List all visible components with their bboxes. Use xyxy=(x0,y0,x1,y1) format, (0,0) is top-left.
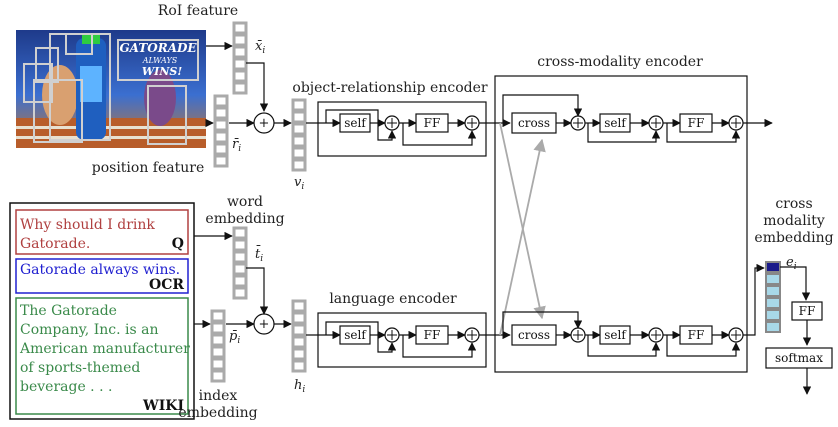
output-ff-block: FF xyxy=(791,301,823,321)
svg-text:cross: cross xyxy=(518,328,550,342)
index-embedding-vector xyxy=(210,309,226,383)
obj-self-block: self xyxy=(339,113,371,133)
brand-text-2: ALWAYS xyxy=(142,56,178,65)
wiki-box: The Gatorade Company, Inc. is an America… xyxy=(15,297,190,415)
svg-text:FF: FF xyxy=(424,328,441,342)
svg-text:cross: cross xyxy=(518,116,550,130)
svg-text:self: self xyxy=(344,116,367,130)
cm-top-self-block: self xyxy=(599,113,631,133)
svg-text:Gatorade always wins.: Gatorade always wins. xyxy=(20,262,180,278)
cm-bottom-self-block: self xyxy=(599,325,631,345)
lang-self-block: self xyxy=(339,325,371,345)
svg-text:of sports-themed: of sports-themed xyxy=(20,360,140,376)
language-encoder-label: language encoder xyxy=(329,291,457,307)
v-i-vector xyxy=(291,98,307,172)
word-embedding-label-1: word xyxy=(227,194,263,210)
input-image: GATORADE ALWAYS WINS! xyxy=(16,30,206,148)
index-embedding-label-2: embedding xyxy=(178,405,257,421)
position-feature-vector xyxy=(213,94,229,168)
cm-top-ff-block: FF xyxy=(679,113,713,133)
r-i-label: r̄i xyxy=(232,137,241,154)
cross-modality-encoder-box xyxy=(494,75,748,373)
svg-text:The Gatorade: The Gatorade xyxy=(20,303,117,319)
e-i-label: ei xyxy=(786,255,797,272)
index-embedding-label-1: index xyxy=(199,388,238,404)
cm-embedding-label-1: cross xyxy=(775,196,812,212)
cross-modality-encoder-label: cross-modality encoder xyxy=(537,54,703,70)
svg-text:softmax: softmax xyxy=(775,351,823,365)
h-i-label: hi xyxy=(294,378,305,395)
svg-text:beverage . . .: beverage . . . xyxy=(20,379,112,395)
svg-text:Why should I drink: Why should I drink xyxy=(20,217,155,233)
cm-bottom-ff-block: FF xyxy=(679,325,713,345)
sum-node-bottom: + xyxy=(253,313,275,335)
word-embedding-label-2: embedding xyxy=(205,211,284,227)
svg-text:Q: Q xyxy=(172,236,184,252)
roi-feature-vector xyxy=(232,21,248,95)
lang-ff-block: FF xyxy=(415,325,449,345)
text-input-panel xyxy=(9,202,195,420)
position-feature-label: position feature xyxy=(92,160,205,176)
x-i-label: x̄i xyxy=(255,39,265,56)
svg-text:Gatorade.: Gatorade. xyxy=(20,236,90,252)
ocr-box: Gatorade always wins. OCR xyxy=(15,258,189,294)
svg-text:FF: FF xyxy=(799,304,816,318)
svg-text:WIKI: WIKI xyxy=(142,398,184,414)
obj-rel-encoder-label: object-relationship encoder xyxy=(292,80,487,96)
svg-text:FF: FF xyxy=(424,116,441,130)
language-encoder-box xyxy=(317,312,487,368)
svg-text:FF: FF xyxy=(688,328,705,342)
brand-text-1: GATORADE xyxy=(119,41,197,55)
t-i-label: t̄i xyxy=(255,245,263,264)
image-bounding-boxes xyxy=(23,33,199,145)
obj-rel-encoder-box xyxy=(317,101,487,157)
svg-text:FF: FF xyxy=(688,116,705,130)
h-i-vector xyxy=(291,299,307,373)
word-embedding-vector xyxy=(232,226,248,300)
svg-text:Company, Inc. is an: Company, Inc. is an xyxy=(20,322,158,338)
svg-text:+: + xyxy=(259,116,270,131)
p-i-label: p̄i xyxy=(229,329,240,346)
svg-text:self: self xyxy=(604,116,627,130)
cm-embedding-label-3: embedding xyxy=(754,230,833,246)
cross-block-bottom: cross xyxy=(511,324,557,346)
softmax-block: softmax xyxy=(765,347,833,369)
sum-node-top: + xyxy=(253,112,275,134)
cm-embedding-label-2: modality xyxy=(763,213,825,229)
cross-block-top: cross xyxy=(511,112,557,134)
brand-text-3: WINS! xyxy=(142,65,182,78)
obj-ff-block: FF xyxy=(415,113,449,133)
question-box: Why should I drink Gatorade. Q xyxy=(15,209,189,255)
svg-text:self: self xyxy=(604,328,627,342)
cm-embedding-vector xyxy=(765,261,781,333)
roi-feature-label: RoI feature xyxy=(158,3,238,19)
v-i-label: vi xyxy=(294,175,304,192)
svg-text:+: + xyxy=(259,317,270,332)
svg-text:self: self xyxy=(344,328,367,342)
svg-text:American manufacturer: American manufacturer xyxy=(19,341,190,357)
svg-text:OCR: OCR xyxy=(149,277,184,293)
